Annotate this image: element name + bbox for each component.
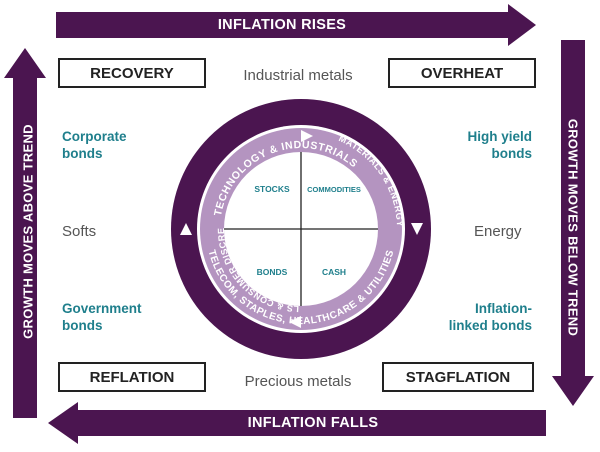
wheel-marker-right [411,223,423,235]
inflation-falls-arrow [48,402,546,444]
corporate-bonds-line2: bonds [62,146,103,161]
wheel-marker-left [180,223,192,235]
quadrant-commodities: COMMODITIES [307,185,361,194]
government-bonds-label: Government bonds [62,300,142,334]
precious-metals-label: Precious metals [244,373,352,390]
growth-above-trend-arrow [4,48,46,418]
energy-label: Energy [474,223,522,240]
wheel-marker-top [301,130,313,142]
reflation-box: REFLATION [58,362,206,392]
quadrant-cash: CASH [322,267,346,277]
wheel-marker-bottom [289,316,301,328]
growth-above-trend-label: GROWTH MOVES ABOVE TREND [20,124,36,339]
corporate-bonds-line1: Corporate [62,129,127,144]
high-yield-bonds-label: High yield bonds [440,128,532,162]
sector-wheel: TECHNOLOGY & INDUSTRIALS TELECOM, STAPLE… [170,98,431,359]
inflation-linked-bonds-line2: linked bonds [448,318,532,333]
inflation-falls-label: INFLATION FALLS [247,415,379,431]
inflation-linked-bonds-line1: Inflation- [475,301,532,316]
inflation-rises-arrow [56,4,536,46]
growth-below-trend-label: GROWTH MOVES BELOW TREND [565,118,581,337]
quadrant-bonds: BONDS [257,267,288,277]
government-bonds-line2: bonds [62,318,103,333]
corporate-bonds-label: Corporate bonds [62,128,127,162]
government-bonds-line1: Government [62,301,142,316]
stagflation-box: STAGFLATION [382,362,534,392]
growth-below-trend-arrow [552,40,594,406]
inflation-rises-label: INFLATION RISES [217,17,347,33]
inflation-linked-bonds-label: Inflation- linked bonds [430,300,532,334]
quadrant-stocks: STOCKS [254,184,290,194]
overheat-box: OVERHEAT [388,58,536,88]
industrial-metals-label: Industrial metals [243,67,353,84]
high-yield-bonds-line2: bonds [491,146,533,161]
recovery-box: RECOVERY [58,58,206,88]
softs-label: Softs [62,223,97,240]
high-yield-bonds-line1: High yield [467,129,532,144]
